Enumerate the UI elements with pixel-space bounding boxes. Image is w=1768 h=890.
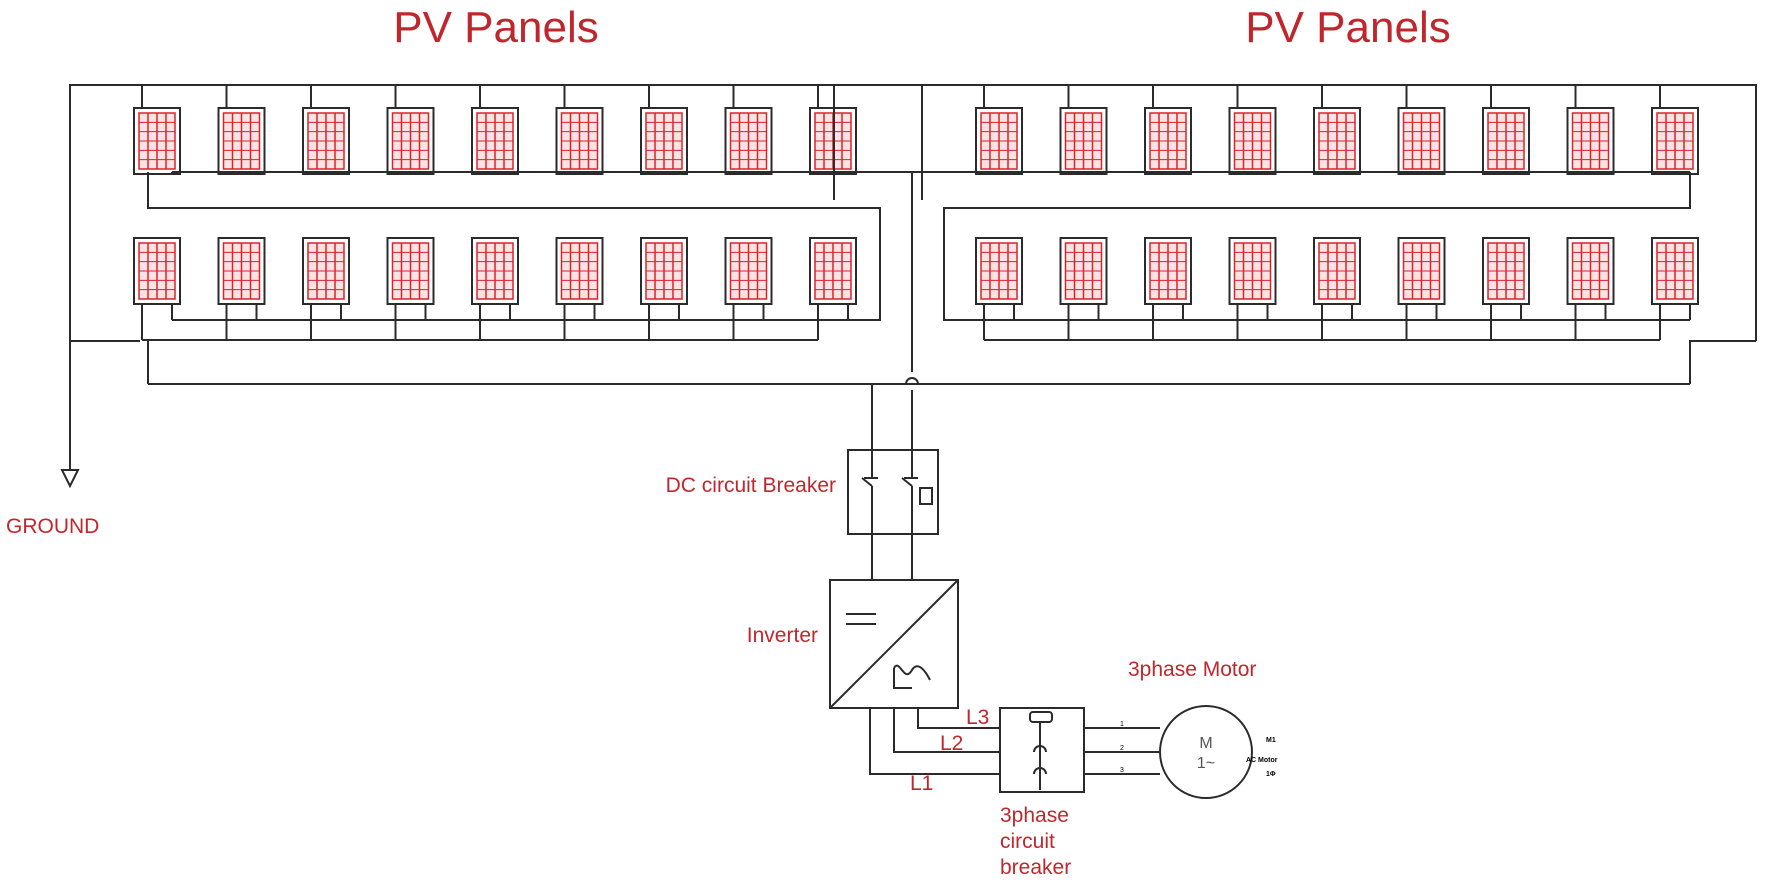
breaker-3ph-label-line1: 3phase: [1000, 804, 1069, 827]
dc-breaker-label: DC circuit Breaker: [666, 474, 836, 497]
terminal-2: 2: [1120, 745, 1124, 752]
pv-panel: [1313, 237, 1361, 305]
pv-panels-title-left: PV Panels: [393, 3, 598, 52]
breaker-3ph-label-line2: circuit: [1000, 830, 1055, 853]
pv-panel-arrays: [133, 107, 1699, 305]
breaker-3ph-label-line3: breaker: [1000, 856, 1071, 879]
pv-panel: [1144, 237, 1192, 305]
ground-label: GROUND: [6, 515, 99, 538]
l3-label: L3: [966, 706, 989, 729]
pv-panel: [724, 237, 773, 305]
pv-panel: [217, 237, 266, 305]
pv-panel: [1059, 107, 1108, 175]
l1-label: L1: [910, 772, 933, 795]
terminal-1: 1: [1120, 721, 1124, 728]
three-phase-wiring: [869, 708, 1160, 775]
pv-panel: [555, 107, 604, 175]
pv-panel: [640, 237, 688, 305]
breaker-handle-icon: [919, 487, 933, 505]
terminal-3: 3: [1120, 767, 1124, 774]
pv-panel: [1482, 107, 1530, 175]
pv-panel: [809, 237, 857, 305]
pv-panel: [1566, 237, 1615, 305]
pv-panel: [302, 237, 350, 305]
pv-panel: [1397, 237, 1446, 305]
pv-panel: [1228, 107, 1277, 175]
pv-panel: [1651, 107, 1699, 175]
pv-panel: [1144, 107, 1192, 175]
motor-symbol-m: M: [1199, 735, 1212, 752]
pv-panel: [724, 107, 773, 175]
motor-symbol-phase: 1~: [1197, 755, 1215, 772]
pv-panel: [133, 237, 181, 305]
three-phase-circuit-breaker: [999, 707, 1085, 793]
pv-panel: [1228, 237, 1277, 305]
pv-panel: [555, 237, 604, 305]
outer-frame-wiring: [60, 84, 1757, 489]
pv-panel: [133, 107, 181, 175]
pv-panel: [386, 107, 435, 175]
pv-panel: [1482, 237, 1530, 305]
motor-side-label-1: M1: [1266, 737, 1276, 744]
row-link: [147, 172, 881, 321]
breaker-handle-icon: [1029, 711, 1053, 723]
inverter-label: Inverter: [747, 624, 818, 647]
dc-symbol-icon: [846, 613, 876, 625]
inverter: [829, 579, 959, 709]
pv-panel: [302, 107, 350, 175]
pv-panel: [975, 107, 1023, 175]
pv-panel: [640, 107, 688, 175]
l2-label: L2: [940, 732, 963, 755]
pv-panel: [386, 237, 435, 305]
pv-panel: [471, 107, 519, 175]
pv-panel: [1059, 237, 1108, 305]
ac-symbol-icon: [893, 664, 931, 681]
pv-panel: [217, 107, 266, 175]
pv-panel: [1651, 237, 1699, 305]
array-wiring: [141, 85, 1691, 341]
array-feed: [832, 171, 913, 200]
three-phase-motor: M 1~: [1159, 705, 1253, 799]
pv-panel: [471, 237, 519, 305]
pv-panel: [1313, 107, 1361, 175]
motor-side-label-2: AC Motor: [1246, 757, 1278, 764]
pv-panels-title-right: PV Panels: [1245, 3, 1450, 52]
dc-circuit-breaker: [847, 449, 939, 535]
row-link: [943, 172, 1691, 321]
dc-wires-to-inverter: [871, 534, 913, 580]
pv-panel: [1397, 107, 1446, 175]
pv-panel: [1566, 107, 1615, 175]
motor-side-label-3: 1Φ: [1266, 771, 1276, 778]
pv-panel: [975, 237, 1023, 305]
motor-label: 3phase Motor: [1128, 658, 1256, 681]
